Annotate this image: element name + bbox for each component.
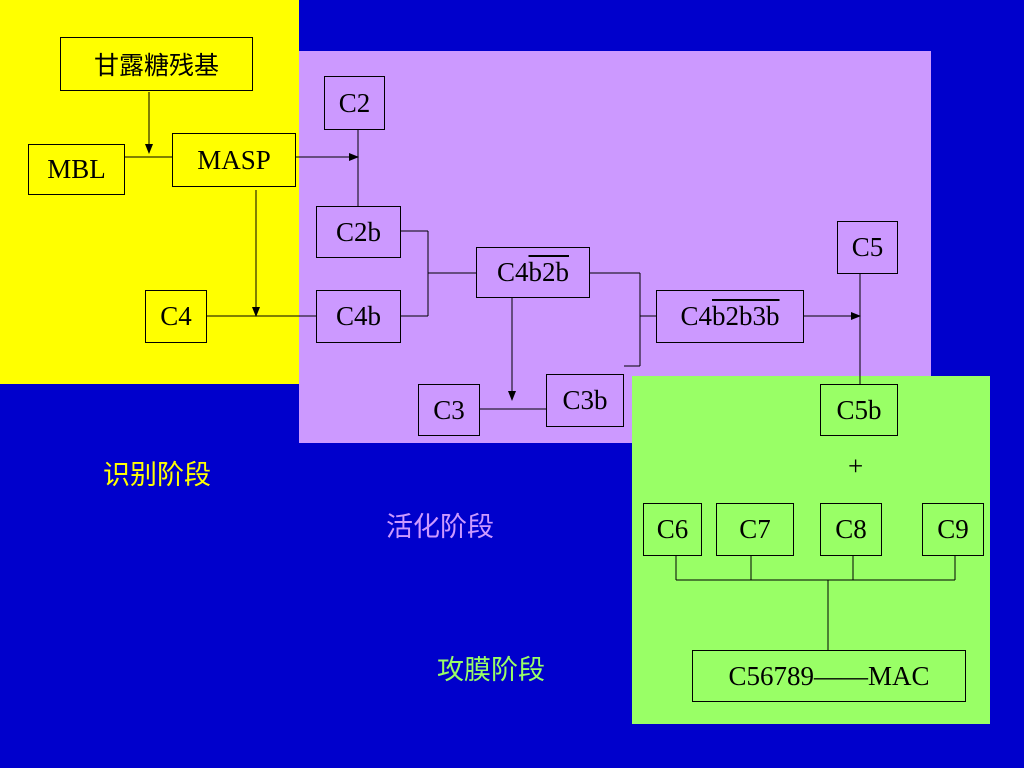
attack-stage-region: [632, 376, 990, 724]
c8-box: C8: [820, 503, 882, 556]
activation-stage-label: 活化阶段: [386, 512, 494, 543]
plus-sign: +: [848, 451, 864, 481]
masp-box: MASP: [172, 133, 296, 187]
mbl-box: MBL: [28, 144, 125, 195]
attack-stage-label: 攻膜阶段: [437, 655, 545, 686]
c3-box: C3: [418, 384, 480, 436]
c5-box: C5: [837, 221, 898, 274]
c6-box: C6: [643, 503, 702, 556]
c2-box: C2: [324, 76, 385, 130]
c5b-box: C5b: [820, 384, 898, 436]
c4b-box: C4b: [316, 290, 401, 343]
c9-box: C9: [922, 503, 984, 556]
recognition-stage-region: [0, 0, 299, 384]
c4b2b-prefix: C4: [496, 257, 529, 287]
c4b2b3b-prefix: C4: [680, 301, 712, 331]
c4-box: C4: [145, 290, 207, 343]
c3b-box: C3b: [546, 374, 624, 427]
mac-box: C56789——MAC: [692, 650, 966, 702]
mannose-residue-box: 甘露糖残基: [60, 37, 253, 91]
c2b-box: C2b: [316, 206, 401, 258]
c7-box: C7: [716, 503, 794, 556]
recognition-stage-label: 识别阶段: [103, 460, 211, 491]
c4b2b-overlined: b2b: [528, 257, 570, 287]
c4b2b3b-overlined: b2b3b: [712, 301, 780, 331]
